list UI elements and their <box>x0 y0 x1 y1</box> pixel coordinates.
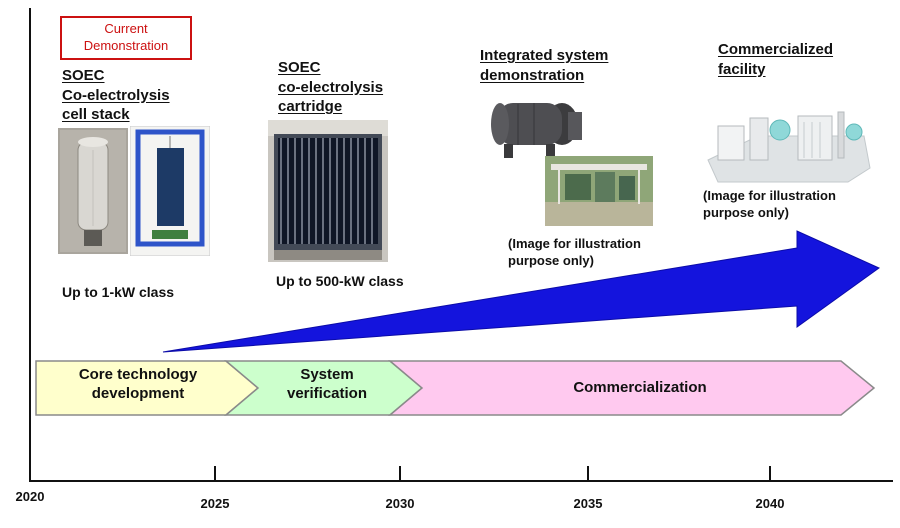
stage3-caption: (Image for illustration purpose only) <box>508 236 641 268</box>
year-label-2020: 2020 <box>15 489 45 504</box>
storage-sphere <box>769 119 791 141</box>
stage4-caption: (Image for illustration purpose only) <box>703 188 836 220</box>
cartridge-photo <box>268 120 388 262</box>
stage3-title: Integrated system demonstration <box>480 47 609 84</box>
cell-stack-photo-left <box>58 128 128 254</box>
year-label-2030: 2030 <box>385 496 415 511</box>
stage2-title: SOEC co-electrolysis cartridge <box>278 59 384 115</box>
phase-label-core-technology: Core technology development <box>78 366 198 402</box>
system-tank-image <box>491 103 582 158</box>
tank-body <box>498 103 562 145</box>
year-label-2035: 2035 <box>573 496 603 511</box>
year-label-2040: 2040 <box>755 496 785 511</box>
phase-label-system-verification: System verification <box>286 366 368 402</box>
stage4-title: Commercialized facility <box>718 41 834 78</box>
stage1-title: SOEC Co-electrolysis cell stack <box>62 67 170 123</box>
current-demonstration-callout: Current Demonstration <box>60 16 192 60</box>
system-plant-image <box>545 156 653 226</box>
stage1-caption: Up to 1-kW class <box>62 284 175 300</box>
stage2-caption: Up to 500-kW class <box>276 273 404 289</box>
storage-sphere <box>845 123 863 141</box>
tube-array <box>278 138 378 244</box>
year-label-2025: 2025 <box>200 496 230 511</box>
phase-label-commercialization: Commercialization <box>573 379 707 396</box>
facility-illustration <box>707 111 871 183</box>
cell-stack-photo-right <box>130 126 210 256</box>
stack-core <box>157 148 184 226</box>
